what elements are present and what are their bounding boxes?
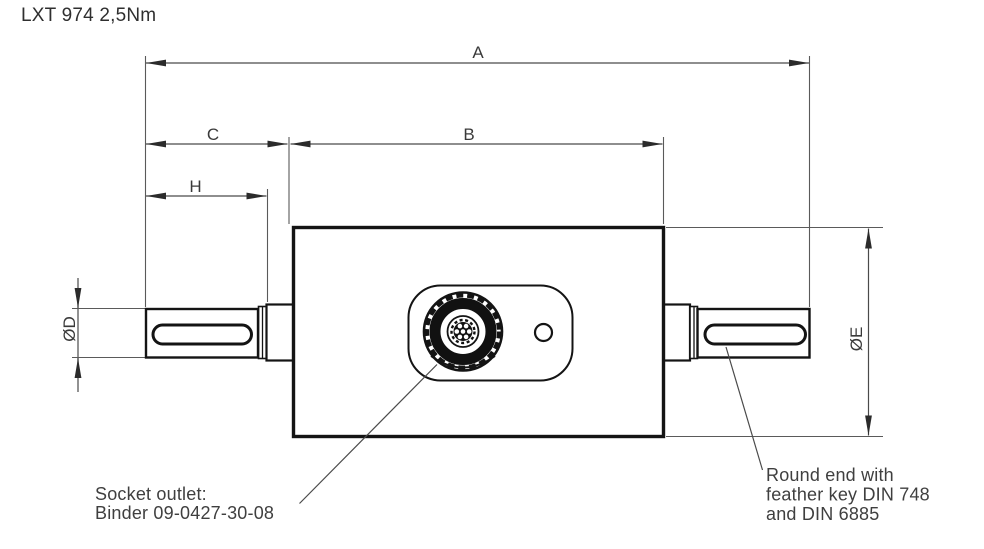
leader-line-socket bbox=[299, 364, 438, 504]
dim-label-a: A bbox=[472, 43, 484, 62]
dim-label-d: ØD bbox=[60, 316, 79, 342]
connector bbox=[407, 284, 574, 382]
dim-label-b: B bbox=[463, 125, 474, 144]
pin-hole-1 bbox=[466, 329, 472, 334]
notes: Socket outlet: Binder 09-0427-30-08 Roun… bbox=[95, 465, 930, 524]
left-shaft-keyway bbox=[151, 323, 253, 346]
dim-label-c: C bbox=[207, 125, 219, 144]
pin-hole-6 bbox=[463, 323, 469, 329]
mounting-hole bbox=[533, 322, 554, 343]
connector-pin-teeth bbox=[450, 318, 476, 345]
round-end-note-line3: and DIN 6885 bbox=[766, 504, 879, 524]
pin-hole-3 bbox=[457, 334, 463, 340]
leader-line-round-end bbox=[725, 346, 764, 471]
socket-note-line2: Binder 09-0427-30-08 bbox=[95, 503, 274, 523]
drawing-title: LXT 974 2,5Nm bbox=[21, 5, 157, 26]
leader-lines bbox=[299, 346, 764, 504]
connector-pins bbox=[450, 318, 476, 345]
connector-nut-bottom-arc bbox=[430, 355, 496, 369]
dimension-annotations: A C B H ØD ØE bbox=[60, 43, 883, 438]
round-end-note-line1: Round end with bbox=[766, 465, 894, 485]
round-end-note-line2: feather key DIN 748 bbox=[766, 485, 930, 505]
dim-label-h: H bbox=[189, 177, 201, 196]
right-shaft-keyway bbox=[703, 323, 807, 346]
right-collar bbox=[661, 303, 692, 362]
pin-hole-center bbox=[460, 329, 466, 334]
connector-ring bbox=[429, 298, 497, 365]
socket-note-line1: Socket outlet: bbox=[95, 484, 207, 504]
pin-hole-2 bbox=[463, 334, 469, 340]
pin-hole-4 bbox=[454, 329, 460, 334]
dim-label-e: ØE bbox=[847, 327, 866, 352]
pin-hole-5 bbox=[457, 323, 463, 329]
left-collar bbox=[265, 303, 296, 362]
